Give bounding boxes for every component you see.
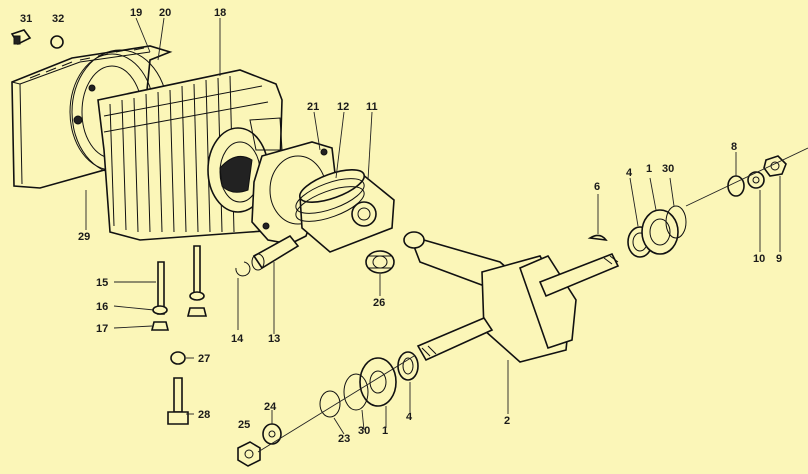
label-28: 28	[198, 409, 210, 421]
label-32: 32	[52, 13, 64, 25]
label-21: 21	[307, 101, 319, 113]
woodruff-key	[587, 234, 608, 242]
label-30-left: 30	[358, 425, 370, 437]
head-washer	[50, 35, 64, 49]
crankshaft	[403, 231, 620, 363]
label-12: 12	[337, 101, 349, 113]
label-1-left: 1	[382, 425, 388, 437]
label-14: 14	[231, 333, 244, 345]
leader-lines	[85, 17, 781, 435]
right-bearing	[641, 209, 679, 255]
lock-washer	[747, 171, 765, 189]
label-16: 16	[96, 301, 108, 313]
label-2: 2	[504, 415, 510, 427]
label-13: 13	[268, 333, 280, 345]
label-15: 15	[96, 277, 108, 289]
label-9: 9	[776, 253, 782, 265]
label-31: 31	[20, 13, 32, 25]
crank-nut	[763, 155, 787, 177]
piston-pin	[251, 234, 300, 271]
left-washer	[262, 423, 282, 445]
label-19: 19	[130, 7, 142, 19]
label-4-right: 4	[626, 167, 633, 179]
label-25: 25	[238, 419, 250, 431]
left-seal	[397, 351, 419, 381]
left-shim	[319, 390, 341, 418]
label-24: 24	[264, 401, 277, 413]
label-4-left: 4	[406, 411, 413, 423]
bolt-washer	[170, 351, 186, 365]
left-nut	[237, 441, 261, 467]
part-labels: 31 32 19 20 18 21 12 11 29 15 16 17 27 2…	[20, 7, 782, 445]
label-27: 27	[198, 353, 210, 365]
label-1-right: 1	[646, 163, 652, 175]
label-23: 23	[338, 433, 350, 445]
label-8: 8	[731, 141, 737, 153]
label-29: 29	[78, 231, 90, 243]
right-ring	[665, 205, 687, 239]
circlip	[235, 261, 251, 277]
label-11: 11	[366, 101, 378, 113]
label-17: 17	[96, 323, 108, 335]
label-26: 26	[373, 297, 385, 309]
left-ring	[343, 373, 369, 411]
cylinder-base-gasket	[251, 141, 337, 245]
head-nut	[10, 29, 32, 46]
label-10: 10	[753, 253, 765, 265]
label-18: 18	[214, 7, 226, 19]
crank-washer	[727, 175, 745, 197]
label-30-right: 30	[662, 163, 674, 175]
label-6: 6	[594, 181, 600, 193]
label-20: 20	[159, 7, 171, 19]
cylinder-studs	[150, 245, 208, 331]
left-bearing	[359, 357, 397, 407]
needle-bearing	[365, 250, 395, 274]
bolt	[167, 377, 189, 425]
piston	[295, 169, 395, 253]
